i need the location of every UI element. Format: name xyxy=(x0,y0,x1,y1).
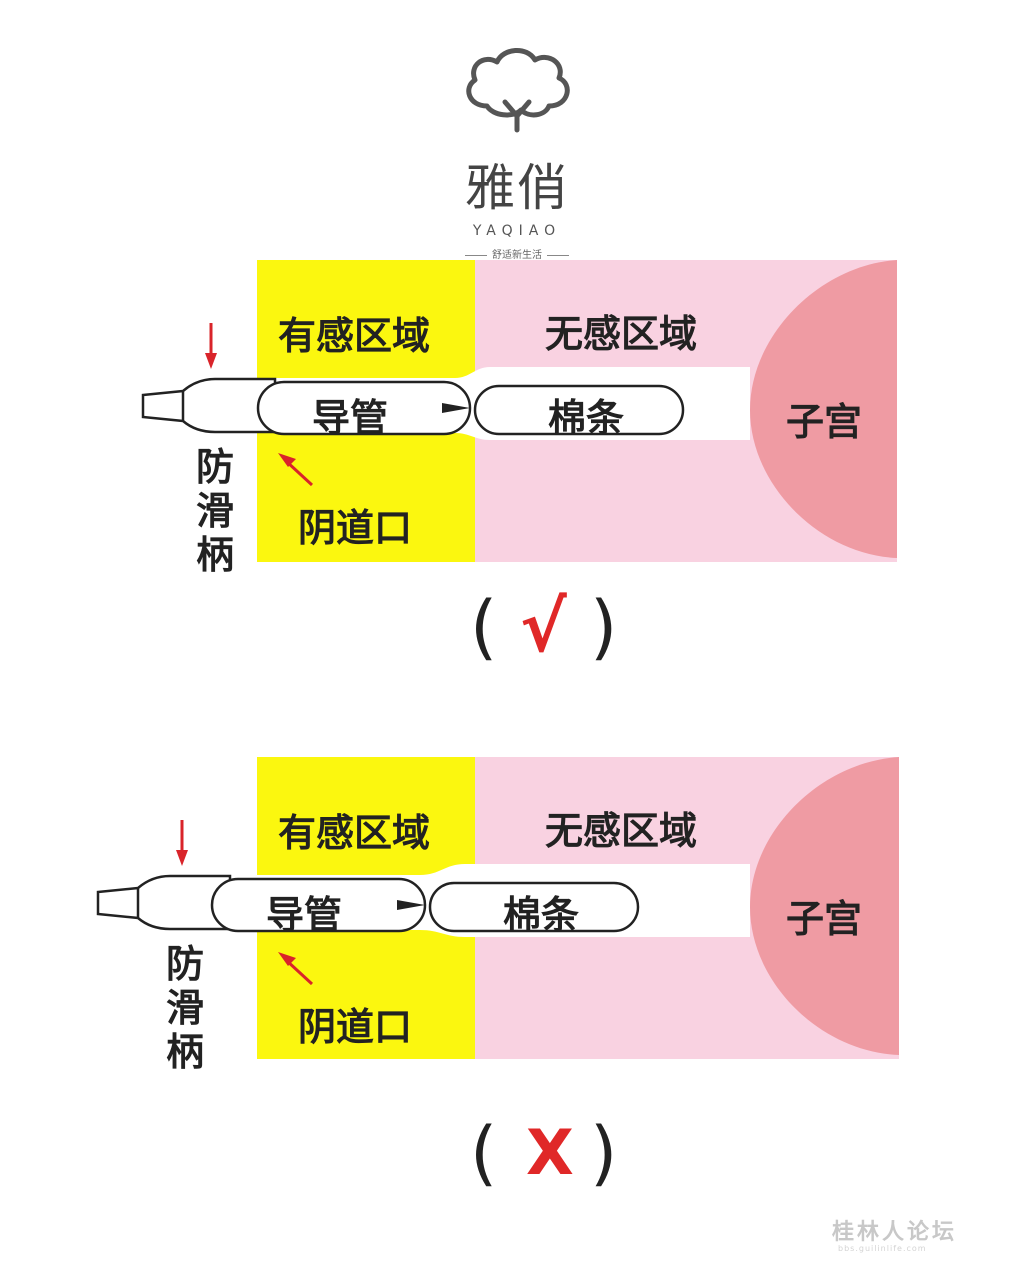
watermark: 桂林人论坛 xyxy=(832,1220,958,1245)
cotton-tree-icon xyxy=(466,48,570,133)
uterus-label: 子宫 xyxy=(786,897,863,941)
tampon-label: 棉条 xyxy=(503,893,580,937)
arrow-up-left-icon xyxy=(284,958,314,986)
logo-slogan: 舒适新生活 xyxy=(417,246,617,261)
logo-english-name: YAQIAO xyxy=(472,223,562,239)
insertion-diagram-correct: 有感区域 无感区域 子宫 导管 棉条 阴道口 防滑柄 xyxy=(0,255,1034,595)
vaginal-opening-label: 阴道口 xyxy=(298,506,413,550)
applicator-label: 导管 xyxy=(266,893,343,937)
tampon-body xyxy=(473,384,685,436)
insertion-diagram-incorrect: 有感区域 无感区域 子宫 导管 棉条 阴道口 防滑柄 xyxy=(0,752,1034,1092)
applicator-label: 导管 xyxy=(312,396,389,440)
anti-slip-handle-label: 防滑柄 xyxy=(196,445,235,577)
uterus xyxy=(750,757,899,1055)
insertion-diagram-graphic xyxy=(141,260,897,562)
brand-logo: 雅俏 YAQIAO 舒适新生活 xyxy=(417,40,617,261)
tampon-label: 棉条 xyxy=(548,396,625,440)
cross-icon: X xyxy=(526,1116,574,1189)
insensitive-zone-label: 无感区域 xyxy=(545,312,698,356)
vaginal-opening-label: 阴道口 xyxy=(298,1005,413,1049)
sensitive-zone-label: 有感区域 xyxy=(278,811,431,855)
watermark-url: bbs.guilinlife.com xyxy=(838,1244,927,1253)
uterus-label: 子宫 xyxy=(786,400,863,444)
insensitive-zone-label: 无感区域 xyxy=(545,809,698,853)
sensitive-zone-label: 有感区域 xyxy=(278,314,431,358)
anti-slip-handle xyxy=(96,874,232,931)
verdict-incorrect: ( X ) xyxy=(470,1108,630,1198)
check-icon: √ xyxy=(520,586,567,668)
tampon-body xyxy=(428,881,640,933)
anti-slip-handle xyxy=(141,377,277,434)
insertion-diagram-graphic xyxy=(96,757,899,1059)
logo-chinese-name: 雅俏 xyxy=(465,159,569,217)
verdict-correct: ( √ ) xyxy=(470,582,630,672)
anti-slip-handle-label: 防滑柄 xyxy=(166,942,205,1074)
arrow-up-left-icon xyxy=(284,459,314,487)
uterus xyxy=(750,260,897,558)
